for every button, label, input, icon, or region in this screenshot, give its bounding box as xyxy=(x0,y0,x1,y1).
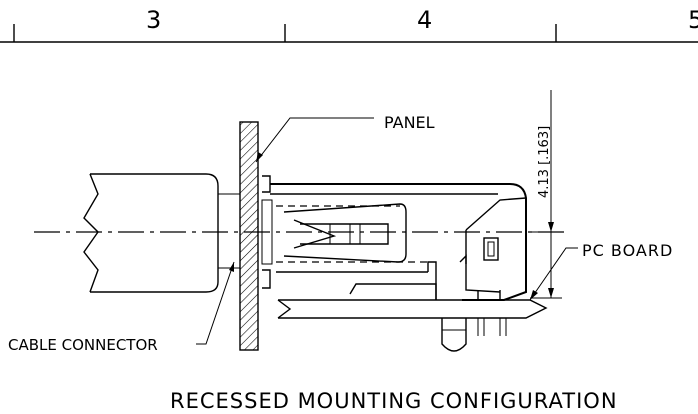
panel xyxy=(239,121,259,351)
cable-connector xyxy=(83,173,240,293)
cable-connector-label: CABLE CONNECTOR xyxy=(8,336,158,354)
panel-label: PANEL xyxy=(384,113,435,132)
ruler-label-3: 3 xyxy=(146,6,161,34)
receptacle-connector xyxy=(261,175,527,352)
caption: RECESSED MOUNTING CONFIGURATION xyxy=(170,389,618,413)
dimension-label: 4.13 [.163] xyxy=(537,126,552,198)
ruler-label-4: 4 xyxy=(417,6,432,34)
dimension: 4.13 [.163] xyxy=(528,90,562,299)
ruler: 3 4 5 xyxy=(0,6,698,43)
ruler-label-5: 5 xyxy=(688,6,698,34)
pc-board xyxy=(277,299,548,319)
pc-board-label: PC BOARD xyxy=(582,241,673,260)
leaders xyxy=(196,117,578,345)
